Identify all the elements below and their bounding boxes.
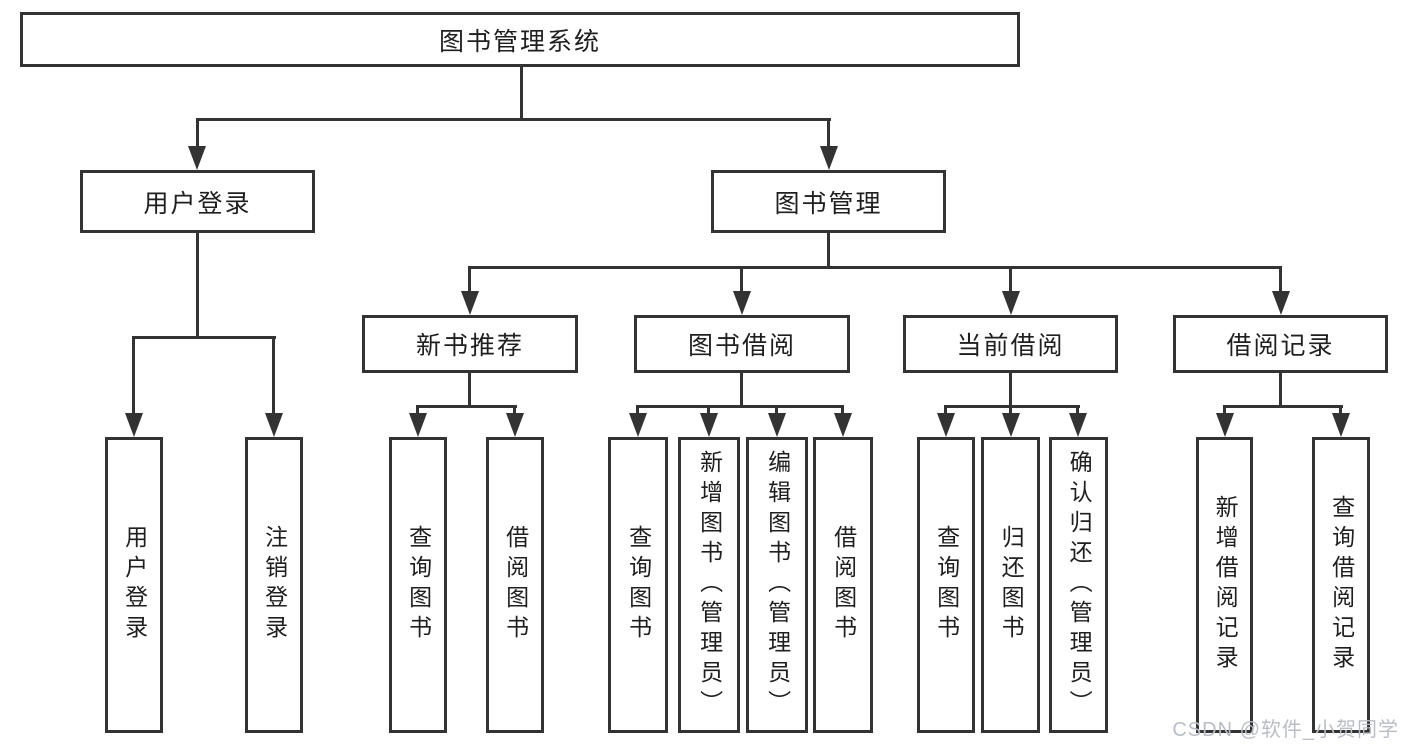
watermark: CSDN @软件_小贺同学 [1172,719,1399,741]
connector-drop [636,405,639,415]
connector-drop-leaf-logout [272,336,275,415]
connector-new-book-hline [416,405,517,408]
connector-drop [1076,405,1079,415]
node-leaf-logout: 注销登录 [245,437,303,733]
connector-drop-leaf-login [132,336,135,415]
leaf-label: 确认归还（管理员） [1066,450,1093,720]
connector-drop-borrow [740,266,743,293]
arrow-down-icon [820,146,838,170]
connector-current-stem [1009,373,1012,408]
node-root: 图书管理系统 [20,12,1020,67]
connector-drop [1223,405,1226,415]
connector-current-hline [944,405,1080,408]
node-current: 当前借阅 [903,315,1118,373]
node-book-mgmt: 图书管理 [711,170,946,233]
arrow-down-icon [1069,413,1087,437]
connector-drop [944,405,947,415]
connector-drop [416,405,419,415]
node-root-label: 图书管理系统 [438,27,601,56]
node-leaf-borrow-edit: 编辑图书（管理员） [746,437,808,733]
node-leaf-current-confirm: 确认归还（管理员） [1049,437,1108,733]
node-book-mgmt-label: 图书管理 [774,189,883,218]
node-leaf-newbook-query: 查询图书 [389,437,447,733]
connector-drop [841,405,844,415]
arrow-down-icon [1216,413,1234,437]
connector-drop [775,405,778,415]
arrow-down-icon [265,413,283,437]
connector-drop-records [1279,266,1282,293]
arrow-down-icon [461,291,479,315]
connector-drop-user-login [196,118,199,148]
arrow-down-icon [409,413,427,437]
connector-level2-hline [196,118,831,121]
connector-drop [1339,405,1342,415]
leaf-label: 查询图书 [625,525,652,645]
node-leaf-borrow-borrow: 借阅图书 [813,437,873,733]
node-leaf-user-login: 用户登录 [105,437,163,733]
arrow-down-icon [733,291,751,315]
connector-book-mgmt-stem [827,233,830,269]
connector-drop [1009,405,1012,415]
connector-new-book-stem [468,373,471,408]
arrow-down-icon [700,413,718,437]
node-new-book-label: 新书推荐 [415,332,524,360]
connector-drop-book-mgmt [827,118,830,148]
node-leaf-records-add: 新增借阅记录 [1196,437,1253,733]
leaf-label: 查询图书 [933,525,960,645]
connector-borrow-stem [740,373,743,408]
arrow-down-icon [834,413,852,437]
arrow-down-icon [125,413,143,437]
leaf-label: 用户登录 [121,525,148,645]
connector-borrow-hline [636,405,844,408]
leaf-label: 新增借阅记录 [1212,495,1239,675]
leaf-label: 编辑图书（管理员） [764,450,791,720]
connector-user-login-hline [133,336,276,339]
leaf-label: 注销登录 [261,525,288,645]
connector-level3-hline [468,266,1282,269]
connector-root-stem [520,67,523,121]
arrow-down-icon [629,413,647,437]
arrow-down-icon [1332,413,1350,437]
node-leaf-records-query: 查询借阅记录 [1312,437,1370,733]
node-current-label: 当前借阅 [956,332,1065,360]
leaf-label: 查询图书 [405,525,432,645]
connector-drop-new-book [468,266,471,293]
leaf-label: 归还图书 [998,525,1025,645]
leaf-label: 查询借阅记录 [1328,495,1355,675]
node-user-login: 用户登录 [80,170,315,233]
node-borrow-label: 图书借阅 [687,332,796,360]
node-user-login-label: 用户登录 [143,189,252,218]
connector-drop [513,405,516,415]
connector-records-hline [1223,405,1343,408]
node-records: 借阅记录 [1173,315,1388,373]
arrow-down-icon [1002,413,1020,437]
leaf-label: 借阅图书 [502,525,529,645]
connector-drop [707,405,710,415]
node-leaf-current-return: 归还图书 [981,437,1040,733]
arrow-down-icon [506,413,524,437]
node-leaf-borrow-add: 新增图书（管理员） [678,437,740,733]
node-leaf-newbook-borrow: 借阅图书 [486,437,544,733]
connector-user-login-stem [196,233,199,339]
arrow-down-icon [768,413,786,437]
leaf-label: 借阅图书 [830,525,857,645]
arrow-down-icon [937,413,955,437]
arrow-down-icon [1272,291,1290,315]
node-borrow: 图书借阅 [634,315,850,373]
leaf-label: 新增图书（管理员） [696,450,723,720]
node-leaf-borrow-query: 查询图书 [608,437,668,733]
connector-drop-current [1009,266,1012,293]
arrow-down-icon [1002,291,1020,315]
arrow-down-icon [188,146,206,170]
node-records-label: 借阅记录 [1226,332,1335,360]
node-leaf-current-query: 查询图书 [917,437,975,733]
node-new-book: 新书推荐 [362,315,578,373]
connector-records-stem [1279,373,1282,408]
